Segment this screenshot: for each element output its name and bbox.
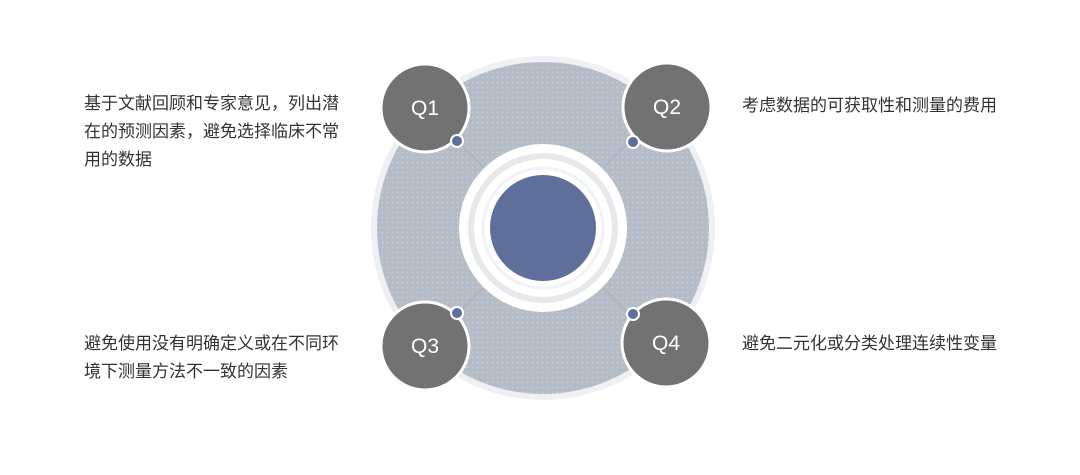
center-core: [490, 175, 596, 281]
node-q3: Q3: [379, 300, 471, 392]
node-q3-dot: [450, 306, 464, 320]
node-q1-dot: [450, 134, 464, 148]
node-q3-label: Q3: [411, 335, 439, 358]
q4-description: 避免二元化或分类处理连续性变量: [742, 334, 997, 354]
q1-description: 基于文献回顾和专家意见，列出潜在的预测因素，避免选择临床不常用的数据: [84, 94, 339, 170]
node-q2: Q2: [621, 61, 713, 153]
inner-ring-inner: [481, 166, 605, 290]
node-q1-label: Q1: [411, 97, 439, 120]
node-q4-dot: [626, 307, 640, 321]
inner-ring-outer: [468, 153, 618, 303]
q3-description: 避免使用没有明确定义或在不同环境下测量方法不一致的因素: [84, 334, 339, 382]
q2-description: 考虑数据的可获取性和测量的费用: [742, 96, 997, 116]
node-q2-dot: [626, 135, 640, 149]
node-q4-label: Q4: [652, 332, 680, 355]
node-q1: Q1: [379, 62, 471, 154]
node-q4: Q4: [620, 297, 712, 389]
node-q2-label: Q2: [653, 96, 681, 119]
